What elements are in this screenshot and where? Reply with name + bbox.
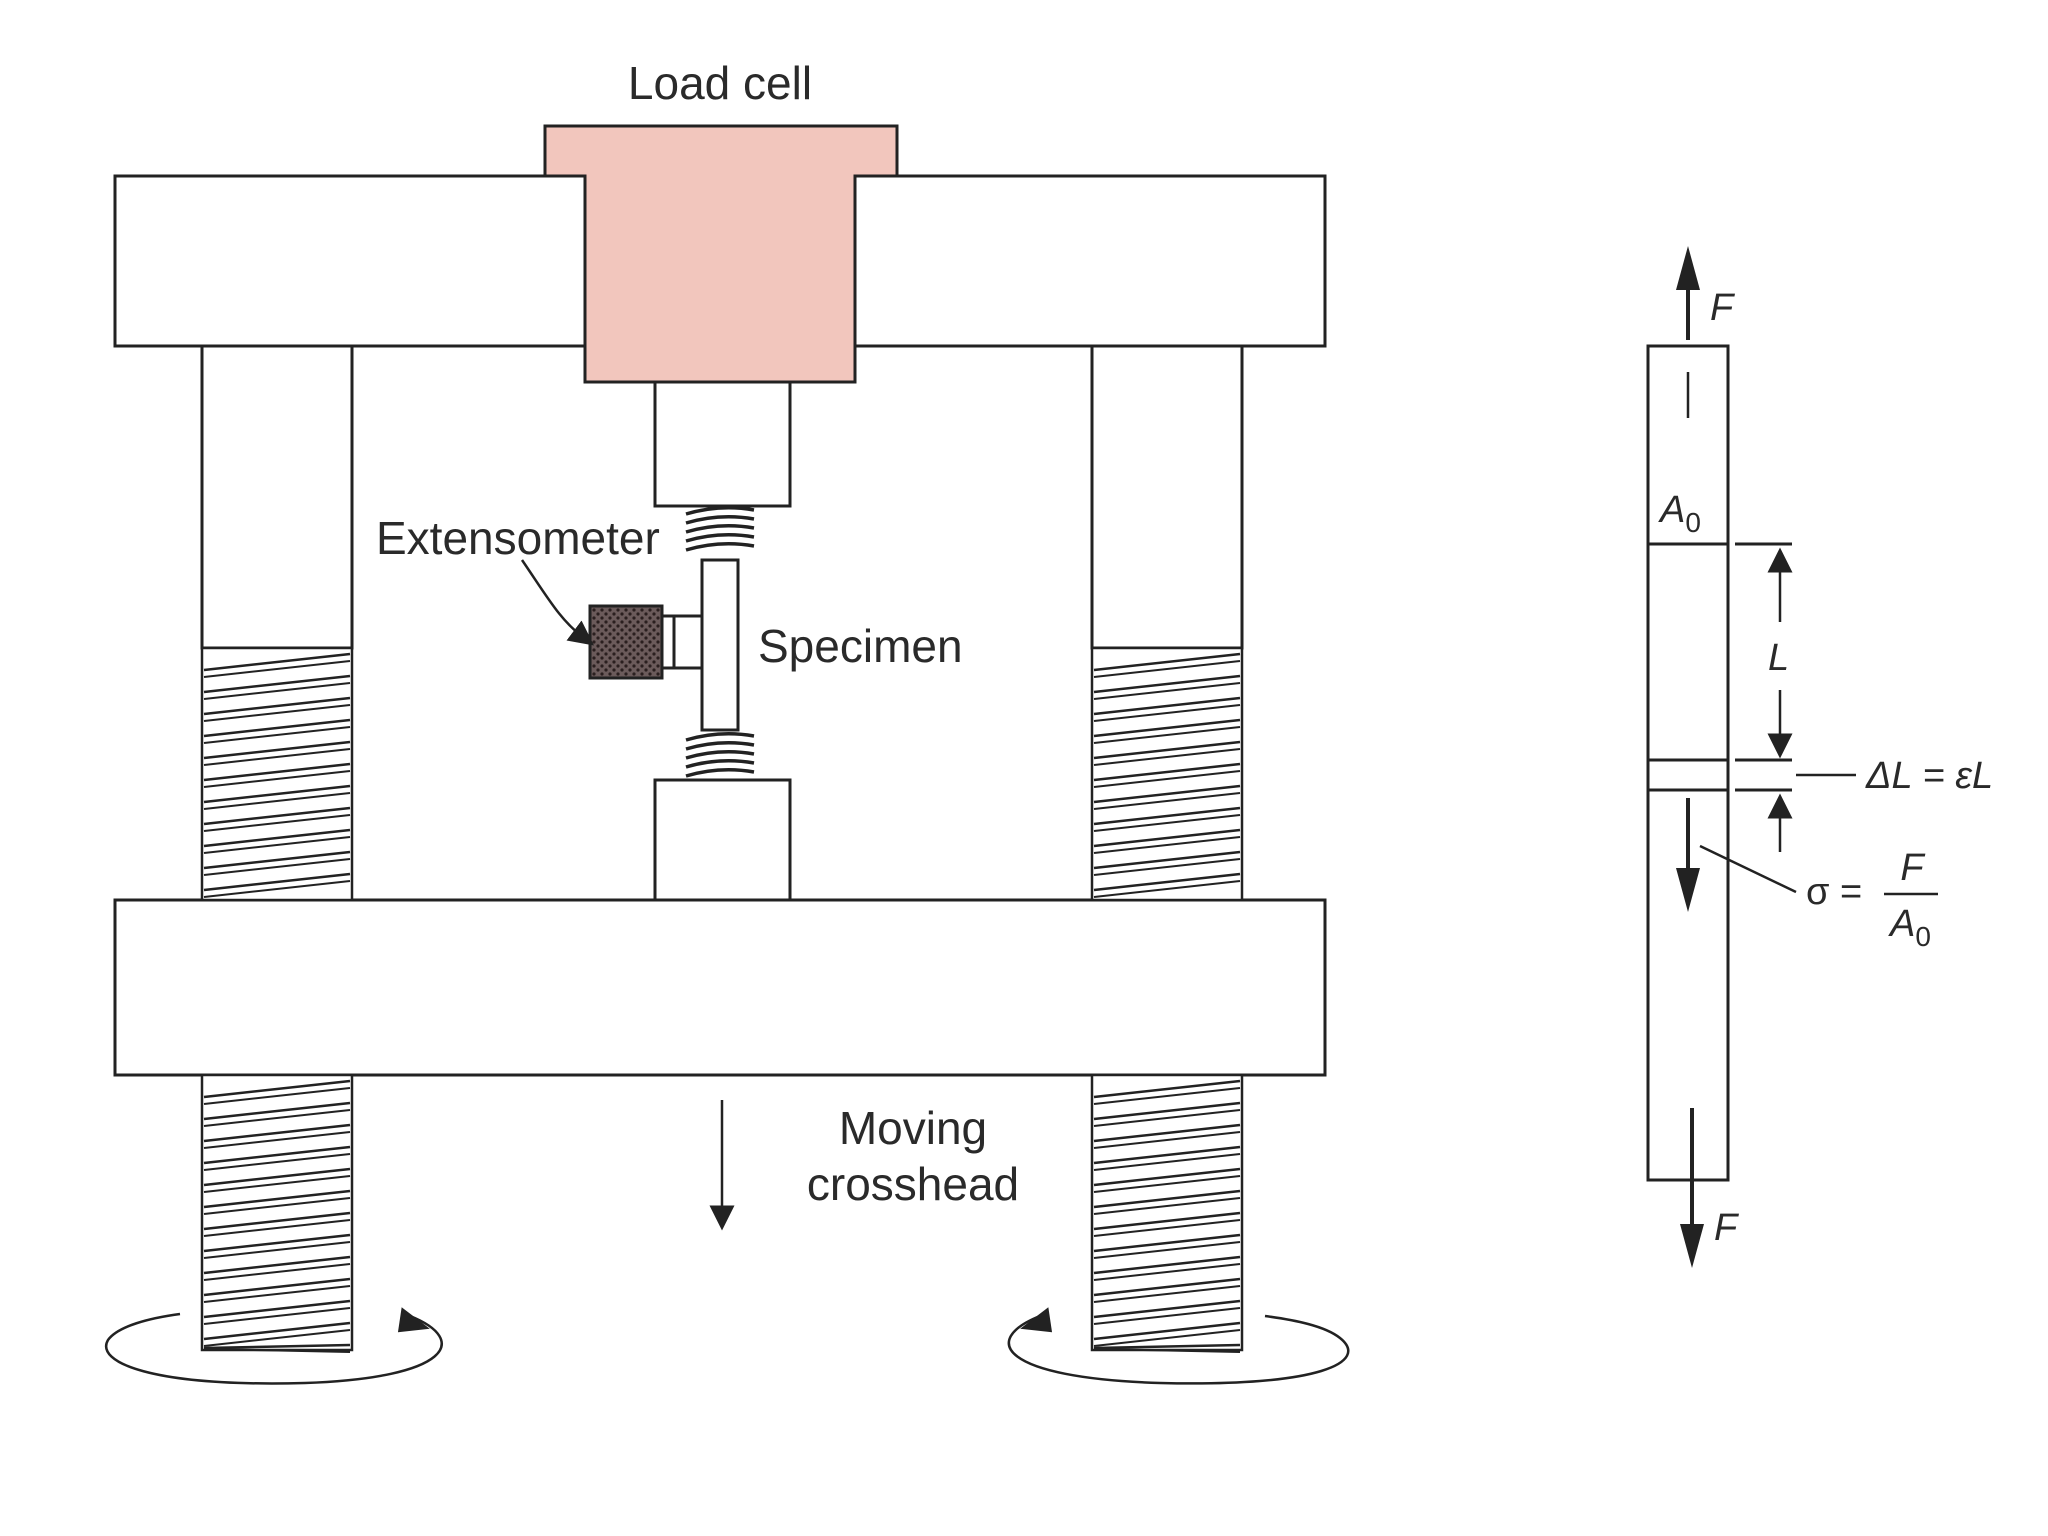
specimen-gauge bbox=[700, 558, 740, 732]
elongation-label: ΔL = εL bbox=[1865, 755, 1993, 797]
right-screw-upper bbox=[1090, 646, 1244, 902]
moving-crosshead-label-line2: crosshead bbox=[807, 1158, 1019, 1210]
force-label-bottom: F bbox=[1714, 1207, 1739, 1249]
load-cell bbox=[543, 124, 899, 384]
stress-leader bbox=[1699, 844, 1797, 894]
length-label: L bbox=[1768, 637, 1789, 679]
stress-numerator: F bbox=[1900, 847, 1925, 889]
force-label-top: F bbox=[1710, 287, 1735, 329]
lead-screws bbox=[200, 646, 1244, 1353]
stress-label: σ = bbox=[1806, 871, 1862, 913]
upper-grip bbox=[653, 380, 792, 508]
moving-crosshead-label-line1: Moving bbox=[839, 1102, 987, 1154]
right-rotation-arrowhead bbox=[1020, 1307, 1053, 1333]
left-screw-lower bbox=[200, 1073, 354, 1353]
extensometer bbox=[588, 604, 702, 680]
top-crosshead-left bbox=[113, 174, 587, 348]
specimen bbox=[685, 506, 755, 778]
specimen-bar bbox=[1646, 344, 1730, 1182]
specimen-schematic bbox=[1646, 344, 1792, 1182]
lower-grip bbox=[653, 778, 792, 902]
right-screw-lower bbox=[1090, 1073, 1244, 1353]
left-column bbox=[200, 344, 354, 650]
left-rotation-arrow bbox=[105, 1312, 443, 1385]
area-label: A0 bbox=[1658, 489, 1701, 538]
right-column bbox=[1090, 344, 1244, 650]
left-screw-upper bbox=[200, 646, 354, 902]
extensometer-body bbox=[588, 604, 664, 680]
top-crosshead-right bbox=[853, 174, 1327, 348]
load-cell-label: Load cell bbox=[628, 57, 812, 109]
specimen-label: Specimen bbox=[758, 620, 963, 672]
left-rotation-arrowhead bbox=[397, 1307, 430, 1333]
moving-crosshead bbox=[113, 898, 1327, 1077]
right-rotation-arrow bbox=[1007, 1314, 1350, 1385]
extensometer-label: Extensometer bbox=[376, 512, 660, 564]
testing-machine bbox=[113, 124, 1327, 1077]
stress-denominator: A0 bbox=[1888, 903, 1931, 952]
specimen-thread-upper bbox=[685, 506, 755, 552]
extensometer-pointer-arrow bbox=[520, 559, 594, 646]
specimen-thread-lower bbox=[685, 732, 755, 778]
